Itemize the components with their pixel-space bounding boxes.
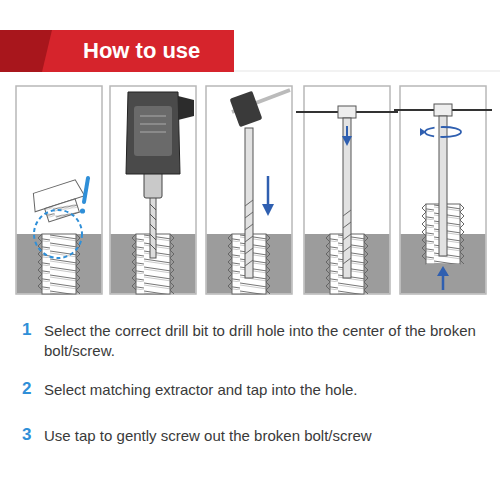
drawing-part (245, 200, 253, 266)
step-number: 3 (22, 425, 31, 445)
drawing-part (150, 204, 156, 250)
drawing-part (206, 86, 292, 294)
drawing-part (140, 116, 166, 132)
drawing-part (144, 172, 162, 198)
drawing-part (16, 86, 102, 294)
drawing-part (434, 104, 452, 116)
drawing-part (34, 210, 82, 258)
drawing-part (262, 204, 274, 216)
step-number: 1 (22, 320, 31, 340)
drawing-part (400, 86, 486, 294)
tap-wrench-panel (296, 86, 398, 294)
drawing-part (343, 118, 351, 278)
drawing-part (420, 128, 426, 136)
drawing-part (343, 210, 351, 264)
drawing-part (245, 128, 253, 278)
step-number: 2 (22, 379, 31, 399)
drawing-part (38, 234, 80, 294)
drawing-part (425, 127, 461, 137)
drawing-part (0, 30, 52, 72)
drill-panel (110, 86, 196, 294)
step-text: Select the correct drill bit to drill ho… (44, 321, 484, 361)
drawing-part (150, 196, 156, 258)
broken-bolt-panel (16, 86, 102, 294)
drawing-part (426, 264, 460, 293)
extract-panel (394, 86, 492, 294)
header-title: How to use (83, 38, 200, 64)
drawing-part (126, 92, 180, 174)
drawing-part (84, 178, 88, 202)
drawing-part (234, 71, 500, 72)
drawing-part (230, 91, 263, 127)
drawing-part (110, 86, 196, 294)
hammer-panel (206, 86, 292, 294)
step-text: Select matching extractor and tap into t… (44, 380, 484, 400)
drawing-part (338, 106, 356, 118)
step-text: Use tap to gently screw out the broken b… (44, 426, 484, 446)
drawing-part (45, 199, 80, 222)
drawing-part (178, 96, 194, 120)
header-band (0, 30, 500, 72)
drawing-part (80, 208, 85, 213)
drawing-part (30, 179, 89, 226)
drawing-part (304, 86, 390, 294)
drawing-part (342, 136, 352, 146)
drawing-part (134, 106, 172, 156)
drawing-part (0, 30, 234, 72)
drawing-part (437, 266, 449, 276)
